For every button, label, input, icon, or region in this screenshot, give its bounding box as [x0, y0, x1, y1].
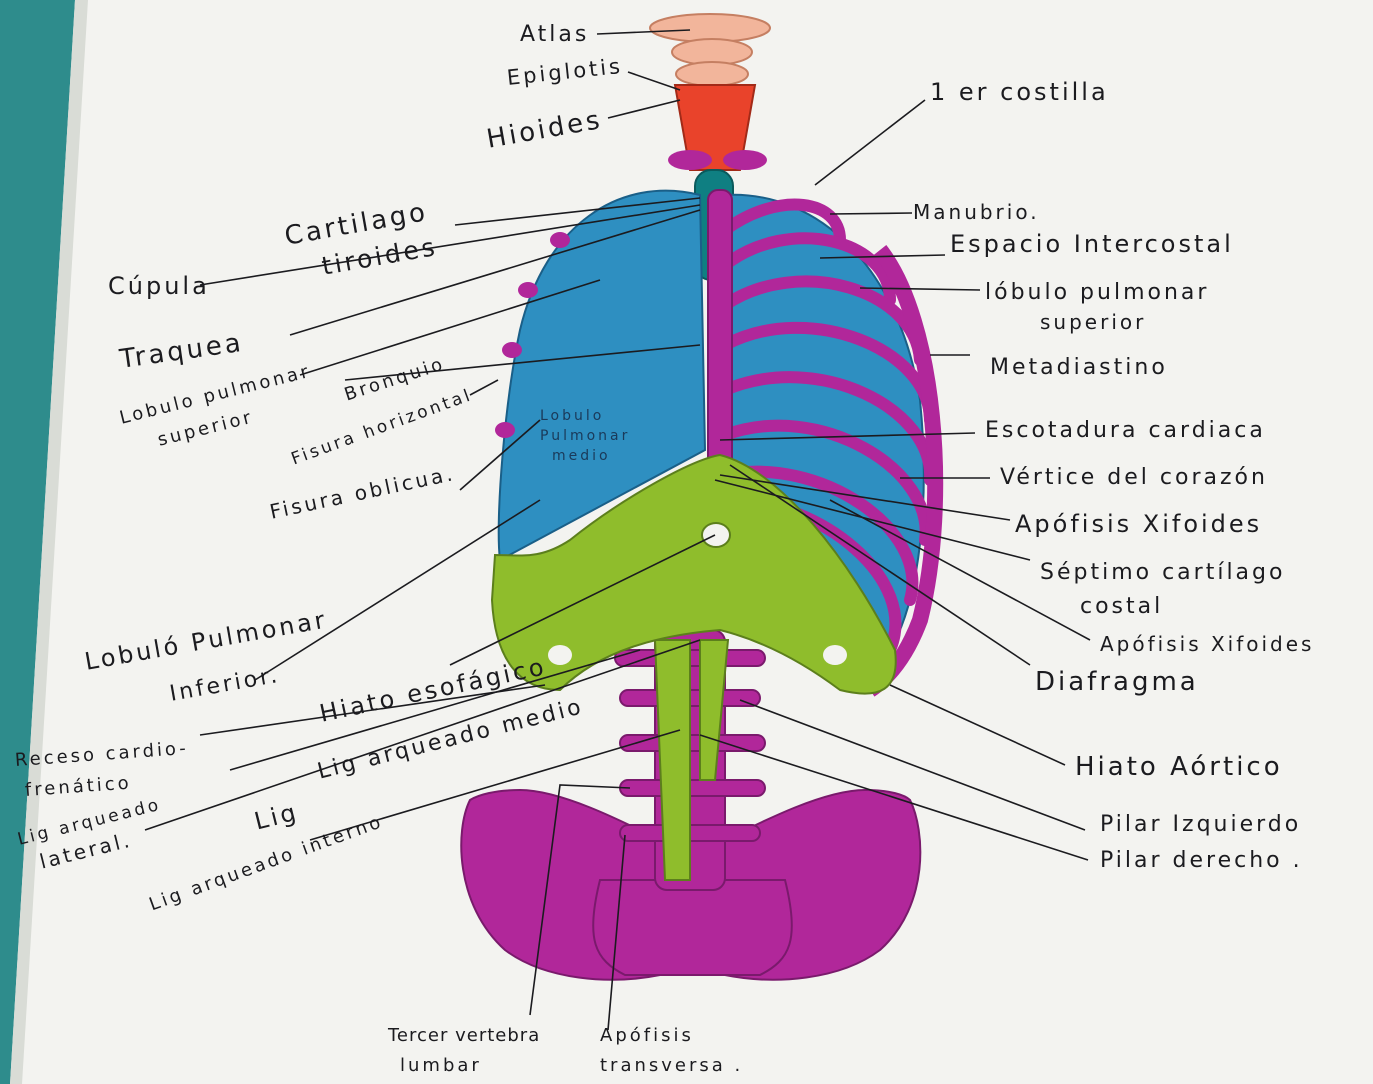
label-septimo-1: Séptimo cartílago	[1040, 560, 1285, 585]
label-lobulo-medio-1: Lobulo	[540, 408, 604, 424]
recess-hole-left	[548, 645, 572, 665]
label-lobulo-sup-der-2: superior	[1040, 310, 1146, 334]
label-pilar-der: Pilar derecho .	[1100, 848, 1303, 873]
label-vertice: Vértice del corazón	[1000, 465, 1268, 490]
label-pilar-izq: Pilar Izquierdo	[1100, 812, 1301, 837]
label-lobulo-sup-der-1: lóbulo pulmonar	[985, 280, 1209, 305]
recess-hole-right	[823, 645, 847, 665]
label-metadiastino: Metadiastino	[990, 355, 1168, 380]
label-lobulo-medio-3: medio	[552, 448, 611, 464]
label-ter-costilla: 1 er costilla	[930, 78, 1109, 106]
label-cupula: Cúpula	[108, 272, 210, 300]
label-apofisis-t-2: transversa .	[600, 1055, 743, 1076]
sternum	[708, 190, 732, 480]
label-septimo-2: costal	[1080, 594, 1163, 619]
label-apofisis-t-1: Apófisis	[600, 1025, 694, 1046]
label-manubrio: Manubrio.	[913, 200, 1040, 224]
label-espacio-intercostal: Espacio Intercostal	[950, 230, 1234, 258]
label-diafragma: Diafragma	[1035, 667, 1199, 697]
label-atlas: Atlas	[520, 22, 589, 47]
label-apofisis-xifoides-2: Apófisis Xifoides	[1100, 632, 1314, 656]
label-tercer-2: lumbar	[400, 1055, 482, 1076]
label-escotadura: Escotadura cardiaca	[985, 418, 1266, 443]
label-tercer-1: Tercer vertebra	[388, 1025, 540, 1046]
label-lobulo-medio-2: Pulmonar	[540, 428, 630, 444]
label-apofisis-xifoides-1: Apófisis Xifoides	[1015, 510, 1262, 538]
label-hiato-aortico: Hiato Aórtico	[1075, 752, 1283, 782]
esophageal-hole	[702, 523, 730, 547]
